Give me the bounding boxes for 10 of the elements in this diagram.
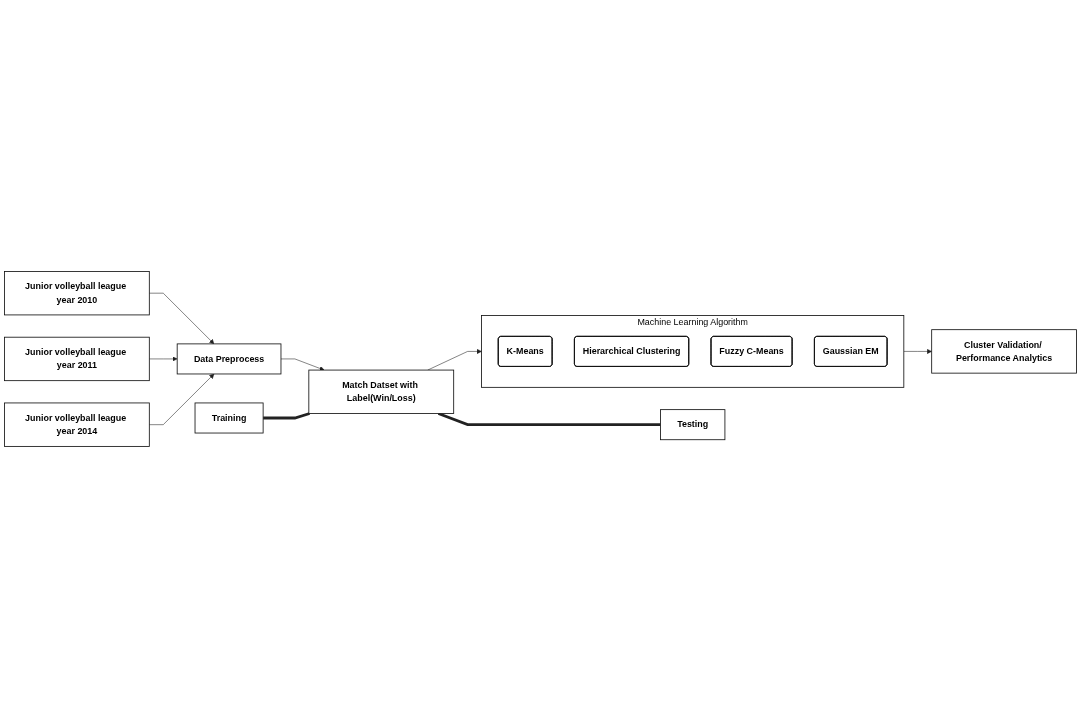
- connector: [263, 412, 310, 420]
- node-box: Testing: [660, 409, 726, 441]
- node-box: Match Datset with Label(Win/Loss): [308, 369, 455, 414]
- node-box: Junior volleyball league year 2010: [4, 271, 150, 316]
- node-box: Cluster Validation/ Performance Analytics: [931, 329, 1077, 374]
- node-box: Training: [194, 402, 264, 434]
- node-box: Junior volleyball league year 2011: [4, 336, 150, 382]
- node-box: Junior volleyball league year 2014: [4, 402, 150, 447]
- connector: [437, 412, 661, 427]
- node-box: Data Preprocess: [176, 343, 282, 375]
